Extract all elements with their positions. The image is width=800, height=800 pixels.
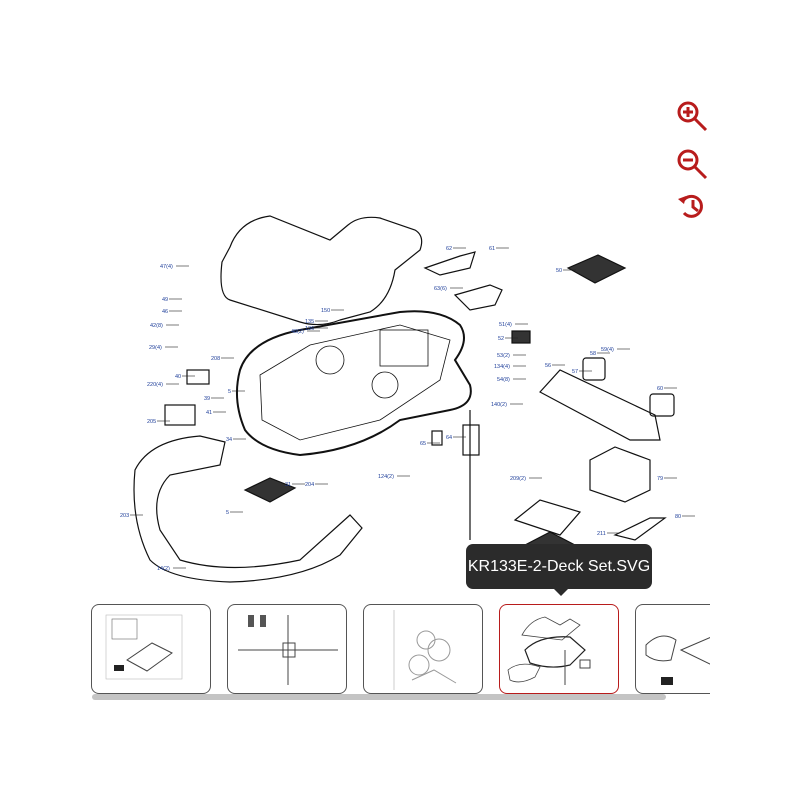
part-label[interactable]: 41: [206, 410, 212, 416]
part-80: [613, 517, 667, 541]
part-label[interactable]: 64: [446, 435, 452, 441]
reset-view-button[interactable]: [672, 188, 712, 224]
part-52: [511, 330, 531, 344]
part-label[interactable]: 203: [120, 513, 129, 519]
part-label[interactable]: 135: [305, 319, 314, 325]
part-label[interactable]: 47(4): [160, 264, 173, 270]
part-label[interactable]: 209(2): [510, 476, 526, 482]
part-label[interactable]: 54(8): [497, 377, 510, 383]
part-label[interactable]: 62: [446, 246, 452, 252]
part-label[interactable]: 52: [498, 336, 504, 342]
part-label[interactable]: 134(4): [494, 364, 510, 370]
diagram-parts: [133, 215, 675, 583]
part-60: [649, 393, 675, 417]
part-40: [186, 369, 210, 385]
part-label[interactable]: 80: [675, 514, 681, 520]
thumbnail-5[interactable]: [635, 604, 710, 694]
thumbnail-2[interactable]: [227, 604, 347, 694]
part-label[interactable]: 48(2): [291, 329, 304, 335]
part-label[interactable]: 79: [657, 476, 663, 482]
part-label[interactable]: 40: [175, 374, 181, 380]
part-58: [582, 357, 606, 381]
part-label[interactable]: 29(4): [149, 345, 162, 351]
zoom-in-button[interactable]: [672, 98, 712, 134]
part-label[interactable]: 49: [162, 297, 168, 303]
zoom-out-icon: [677, 149, 708, 180]
part-label[interactable]: 208: [211, 356, 220, 362]
part-62: [423, 251, 476, 276]
part-label[interactable]: 220(4): [147, 382, 163, 388]
part-label[interactable]: 31: [285, 482, 291, 488]
part-label[interactable]: 34: [226, 437, 232, 443]
part-label[interactable]: 53(2): [497, 353, 510, 359]
thumbnail-strip[interactable]: [90, 603, 710, 699]
part-211: [513, 499, 582, 536]
thumbnail-tooltip: KR133E-2-Deck Set.SVG: [466, 544, 652, 596]
part-204: [243, 477, 297, 503]
part-label[interactable]: 46: [162, 309, 168, 315]
part-base-body: [235, 310, 472, 457]
part-61: [453, 284, 503, 311]
part-label[interactable]: 58: [590, 351, 596, 357]
part-label[interactable]: 50: [556, 268, 562, 274]
parts-diagram[interactable]: 47(4) 49 46 42(8) 29(4) 208 40 220(4) 5 39 41 205 34…: [0, 0, 800, 600]
thumbnail-1[interactable]: [91, 604, 211, 694]
part-label[interactable]: 140(2): [491, 402, 507, 408]
part-label[interactable]: 65: [420, 441, 426, 447]
part-label[interactable]: 42(8): [150, 323, 163, 329]
thumbnail-scrollbar[interactable]: [92, 694, 666, 700]
part-label[interactable]: 5: [226, 510, 229, 516]
part-label[interactable]: 124(2): [378, 474, 394, 480]
part-lid-seal: [220, 215, 423, 326]
part-205: [164, 404, 196, 426]
part-79: [589, 446, 651, 503]
part-labels: 47(4) 49 46 42(8) 29(4) 208 40 220(4) 5 39 41 205 34…: [120, 246, 695, 572]
thumbnail-4[interactable]: [499, 604, 619, 694]
history-reset-icon: [678, 194, 703, 218]
part-label[interactable]: 204: [305, 482, 314, 488]
part-label[interactable]: 205: [147, 419, 156, 425]
part-label[interactable]: 14(2): [157, 566, 170, 572]
part-label[interactable]: 5: [228, 389, 231, 395]
part-label[interactable]: 39: [204, 396, 210, 402]
zoom-in-icon: [677, 101, 708, 132]
part-label[interactable]: 150: [321, 308, 330, 314]
part-label[interactable]: 61: [489, 246, 495, 252]
part-label[interactable]: 51(4): [499, 322, 512, 328]
part-label[interactable]: 57: [572, 369, 578, 375]
part-56: [539, 369, 661, 441]
zoom-out-button[interactable]: [672, 146, 712, 182]
tooltip-text: KR133E-2-Deck Set.SVG: [467, 557, 651, 575]
part-64: [431, 430, 443, 446]
part-label[interactable]: 60: [657, 386, 663, 392]
part-label[interactable]: 59(4): [601, 347, 614, 353]
thumbnail-3[interactable]: [363, 604, 483, 694]
part-label[interactable]: 56: [545, 363, 551, 369]
part-bumper: [133, 435, 363, 583]
part-label[interactable]: 211: [597, 531, 606, 537]
part-label[interactable]: 136: [305, 326, 314, 332]
part-50: [566, 254, 627, 284]
part-label[interactable]: 63(6): [434, 286, 447, 292]
